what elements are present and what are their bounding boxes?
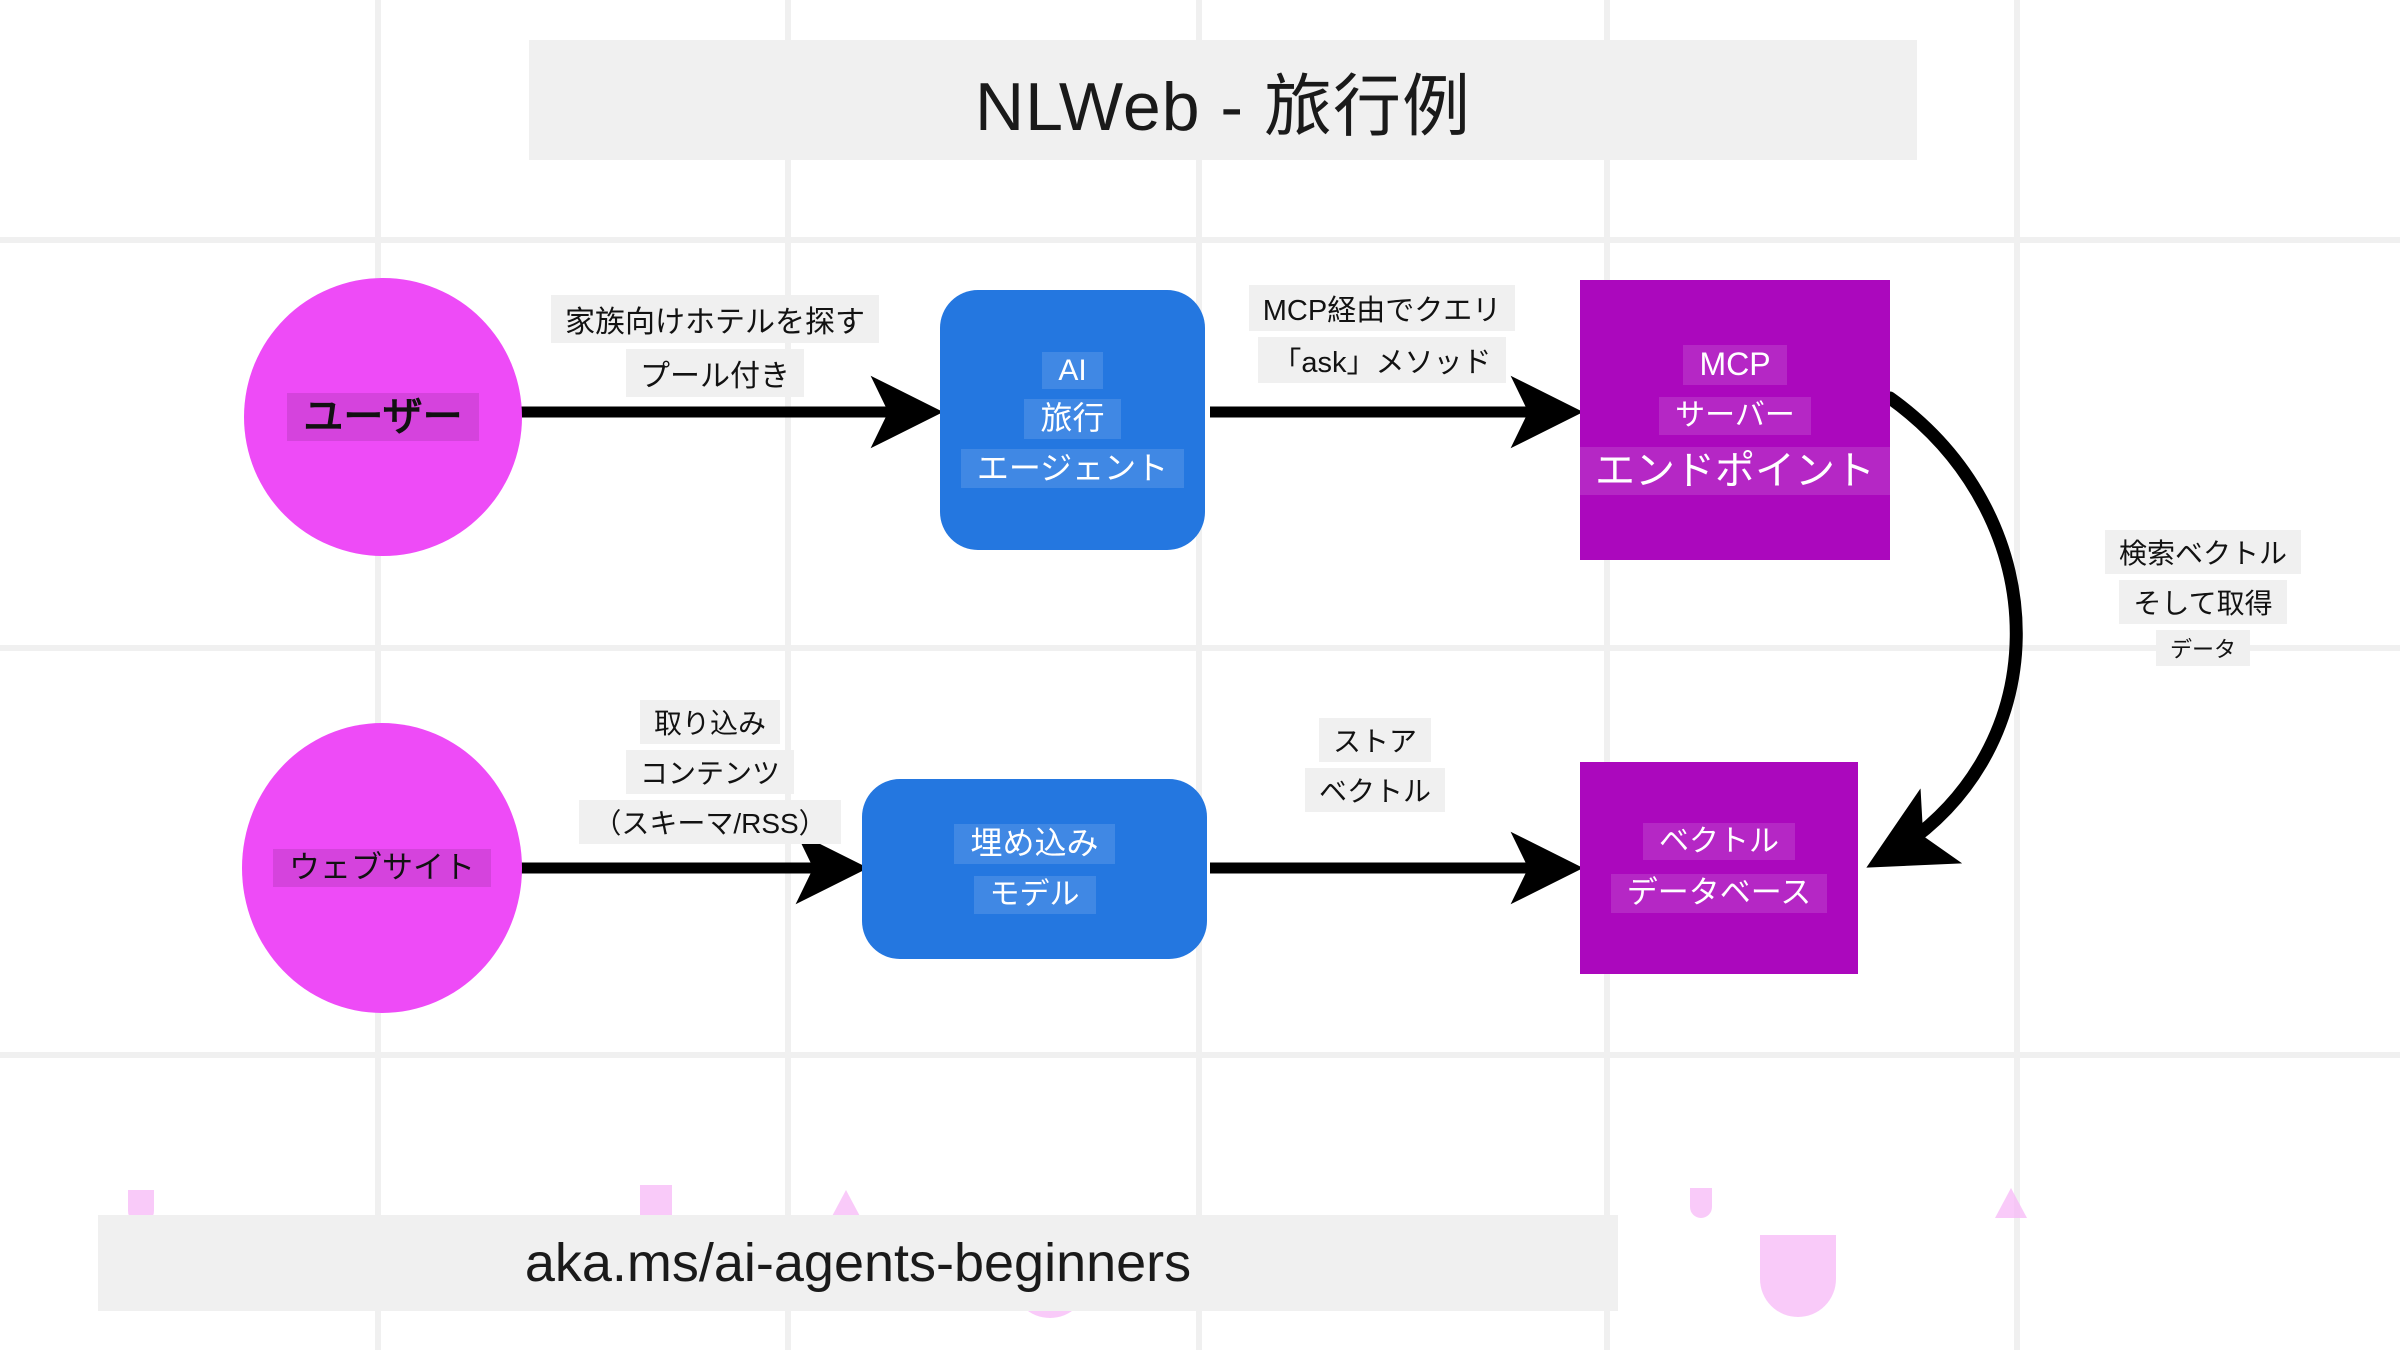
node-vector-database[interactable]: ベクトル データベース (1580, 762, 1858, 974)
node-embedding-line-1: 埋め込み (954, 824, 1115, 865)
node-embedding-line-2: モデル (973, 876, 1096, 914)
edge-label-line: ベクトル (1304, 768, 1445, 812)
node-website[interactable]: ウェブサイト (242, 723, 522, 1013)
node-ai-agent[interactable]: AI 旅行 エージェント (940, 290, 1205, 550)
gridline-vertical (2014, 0, 2020, 1350)
node-ai-agent-line-3: エージェント (960, 448, 1185, 489)
node-user-label: ユーザー (287, 393, 479, 441)
gridline-vertical (375, 0, 381, 1350)
gridline-vertical (1196, 0, 1202, 1350)
edge-label-line: （スキーマ/RSS） (579, 800, 841, 844)
edge-label-line: 家族向けホテルを探す (551, 295, 879, 343)
edge-label-line: 検索ベクトル (2104, 530, 2301, 574)
edge-label-line: 「ask」メソッド (1258, 337, 1506, 383)
edge-label-line: プール付き (626, 349, 804, 397)
edge-label-line: ストア (1318, 718, 1431, 762)
edge-label-embedding-to-vector: ストア ベクトル (1270, 718, 1480, 818)
edge-label-mcp-to-vector: 検索ベクトル そして取得 データ (2058, 530, 2348, 672)
curved-arrow-icon (1866, 391, 2023, 868)
footer-band: aka.ms/ai-agents-beginners (98, 1215, 1618, 1311)
page-title: NLWeb - 旅行例 (975, 68, 1471, 145)
gridline-horizontal (0, 645, 2400, 651)
footer-link[interactable]: aka.ms/ai-agents-beginners (524, 1233, 1192, 1293)
decorative-shape (1760, 1235, 1836, 1317)
node-mcp-line-2: サーバー (1659, 397, 1811, 435)
edge-label-line: そして取得 (2119, 580, 2287, 624)
edge-label-line: 取り込み (639, 700, 780, 744)
node-mcp-line-3: エンドポイント (1579, 446, 1891, 495)
gridline-vertical (785, 0, 791, 1350)
node-ai-agent-line-1: AI (1042, 351, 1103, 390)
gridline-vertical (1604, 0, 1610, 1350)
edge-label-website-to-embedding: 取り込み コンテンツ （スキーマ/RSS） (560, 700, 860, 850)
gridline-horizontal (0, 1052, 2400, 1058)
node-mcp-server[interactable]: MCP サーバー エンドポイント (1579, 280, 1891, 560)
gridline-horizontal (0, 237, 2400, 243)
decorative-triangle-icon (1995, 1188, 2027, 1218)
edge-label-agent-to-mcp: MCP経由でクエリ 「ask」メソッド (1232, 285, 1532, 389)
title-band: NLWeb - 旅行例 (529, 40, 1917, 160)
edge-label-line: MCP経由でクエリ (1248, 285, 1516, 331)
edge-label-line: データ (2155, 630, 2250, 666)
node-vector-db-line-2: データベース (1610, 874, 1828, 914)
node-ai-agent-line-2: 旅行 (1024, 399, 1121, 439)
node-mcp-line-1: MCP (1683, 345, 1787, 386)
node-website-label: ウェブサイト (273, 848, 491, 888)
node-vector-db-line-1: ベクトル (1643, 822, 1795, 861)
decorative-shape (1690, 1188, 1712, 1218)
node-embedding-model[interactable]: 埋め込み モデル (862, 779, 1207, 959)
edge-label-user-to-agent: 家族向けホテルを探す プール付き (520, 295, 910, 403)
node-user[interactable]: ユーザー (244, 278, 522, 556)
edge-label-line: コンテンツ (625, 750, 794, 794)
